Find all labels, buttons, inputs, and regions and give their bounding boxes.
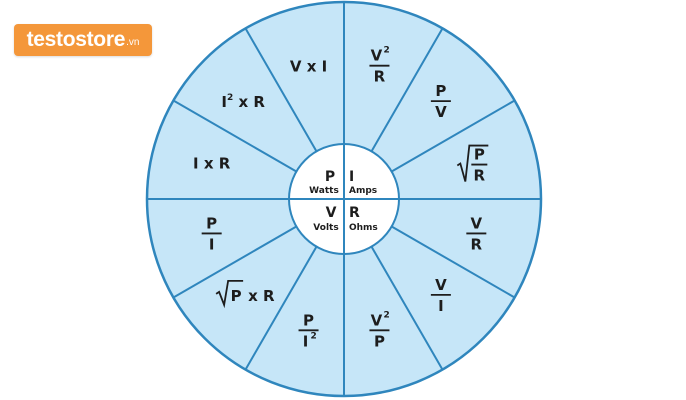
formula-numerator: V bbox=[371, 311, 383, 329]
formula-12: V x I bbox=[290, 58, 327, 76]
brand-logo[interactable]: testostore.vn bbox=[14, 24, 152, 56]
wedge-divider bbox=[244, 27, 318, 152]
hub-quadrant-voltage: V Volts bbox=[313, 205, 338, 233]
formula-denominator: V bbox=[435, 103, 447, 121]
hub-quadrant-current: I Amps bbox=[349, 169, 377, 196]
power-symbol: P bbox=[325, 169, 335, 185]
resistance-unit: Ohms bbox=[349, 223, 378, 233]
formula-denominator: R bbox=[471, 235, 483, 253]
wedge-divider bbox=[391, 225, 516, 299]
wedge-divider bbox=[244, 246, 318, 371]
formula-numerator: P bbox=[435, 82, 446, 100]
current-symbol: I bbox=[349, 169, 354, 185]
formula-numerator-exponent: 2 bbox=[383, 46, 389, 56]
formula-denominator: P bbox=[374, 332, 385, 350]
wedge-divider bbox=[172, 99, 297, 173]
formula-denominator-exponent: 2 bbox=[311, 331, 317, 341]
sqrt-icon bbox=[456, 144, 489, 182]
formula-denominator: R bbox=[474, 167, 486, 185]
formula-text: x R bbox=[248, 287, 275, 305]
hub-quadrant-resistance: R Ohms bbox=[349, 205, 378, 233]
formula-numerator: V bbox=[371, 47, 383, 65]
hub-quadrant-power: P Watts bbox=[309, 169, 339, 196]
voltage-symbol: V bbox=[326, 205, 337, 221]
formula-3: PR bbox=[456, 144, 489, 185]
formula-denominator: I bbox=[303, 332, 309, 350]
formula-numerator: V bbox=[435, 276, 447, 294]
formula-11: I2 x R bbox=[221, 93, 265, 111]
formula-radicand: P bbox=[231, 287, 242, 305]
logo-name: testostore bbox=[26, 28, 126, 51]
formula-numerator: V bbox=[471, 214, 483, 232]
formula-numerator: P bbox=[206, 214, 217, 232]
formula-9: PI bbox=[201, 214, 222, 253]
wedge-divider bbox=[370, 27, 444, 152]
resistance-symbol: R bbox=[349, 205, 360, 221]
formula-denominator: I bbox=[209, 235, 215, 253]
power-unit: Watts bbox=[309, 186, 339, 196]
formula-text: I2 x R bbox=[221, 93, 265, 111]
voltage-unit: Volts bbox=[313, 223, 338, 233]
formula-numerator-exponent: 2 bbox=[383, 310, 389, 320]
formula-4: VR bbox=[466, 214, 487, 253]
formula-numerator: P bbox=[303, 311, 314, 329]
formula-text: I x R bbox=[193, 155, 231, 173]
formula-10: I x R bbox=[193, 155, 231, 173]
wedge-dividers bbox=[147, 2, 541, 396]
formula-text: V x I bbox=[290, 58, 327, 76]
wedge-divider bbox=[370, 246, 444, 371]
wedge-divider bbox=[172, 225, 297, 299]
logo-tld: .vn bbox=[126, 36, 140, 48]
formula-2: PV bbox=[430, 82, 451, 121]
wedge-divider bbox=[391, 99, 516, 173]
formula-numerator: P bbox=[474, 146, 485, 164]
formula-5: VI bbox=[430, 276, 451, 315]
sqrt-icon bbox=[215, 279, 244, 309]
formula-denominator: R bbox=[374, 68, 386, 86]
current-unit: Amps bbox=[349, 186, 377, 196]
formula-denominator: I bbox=[438, 297, 444, 315]
